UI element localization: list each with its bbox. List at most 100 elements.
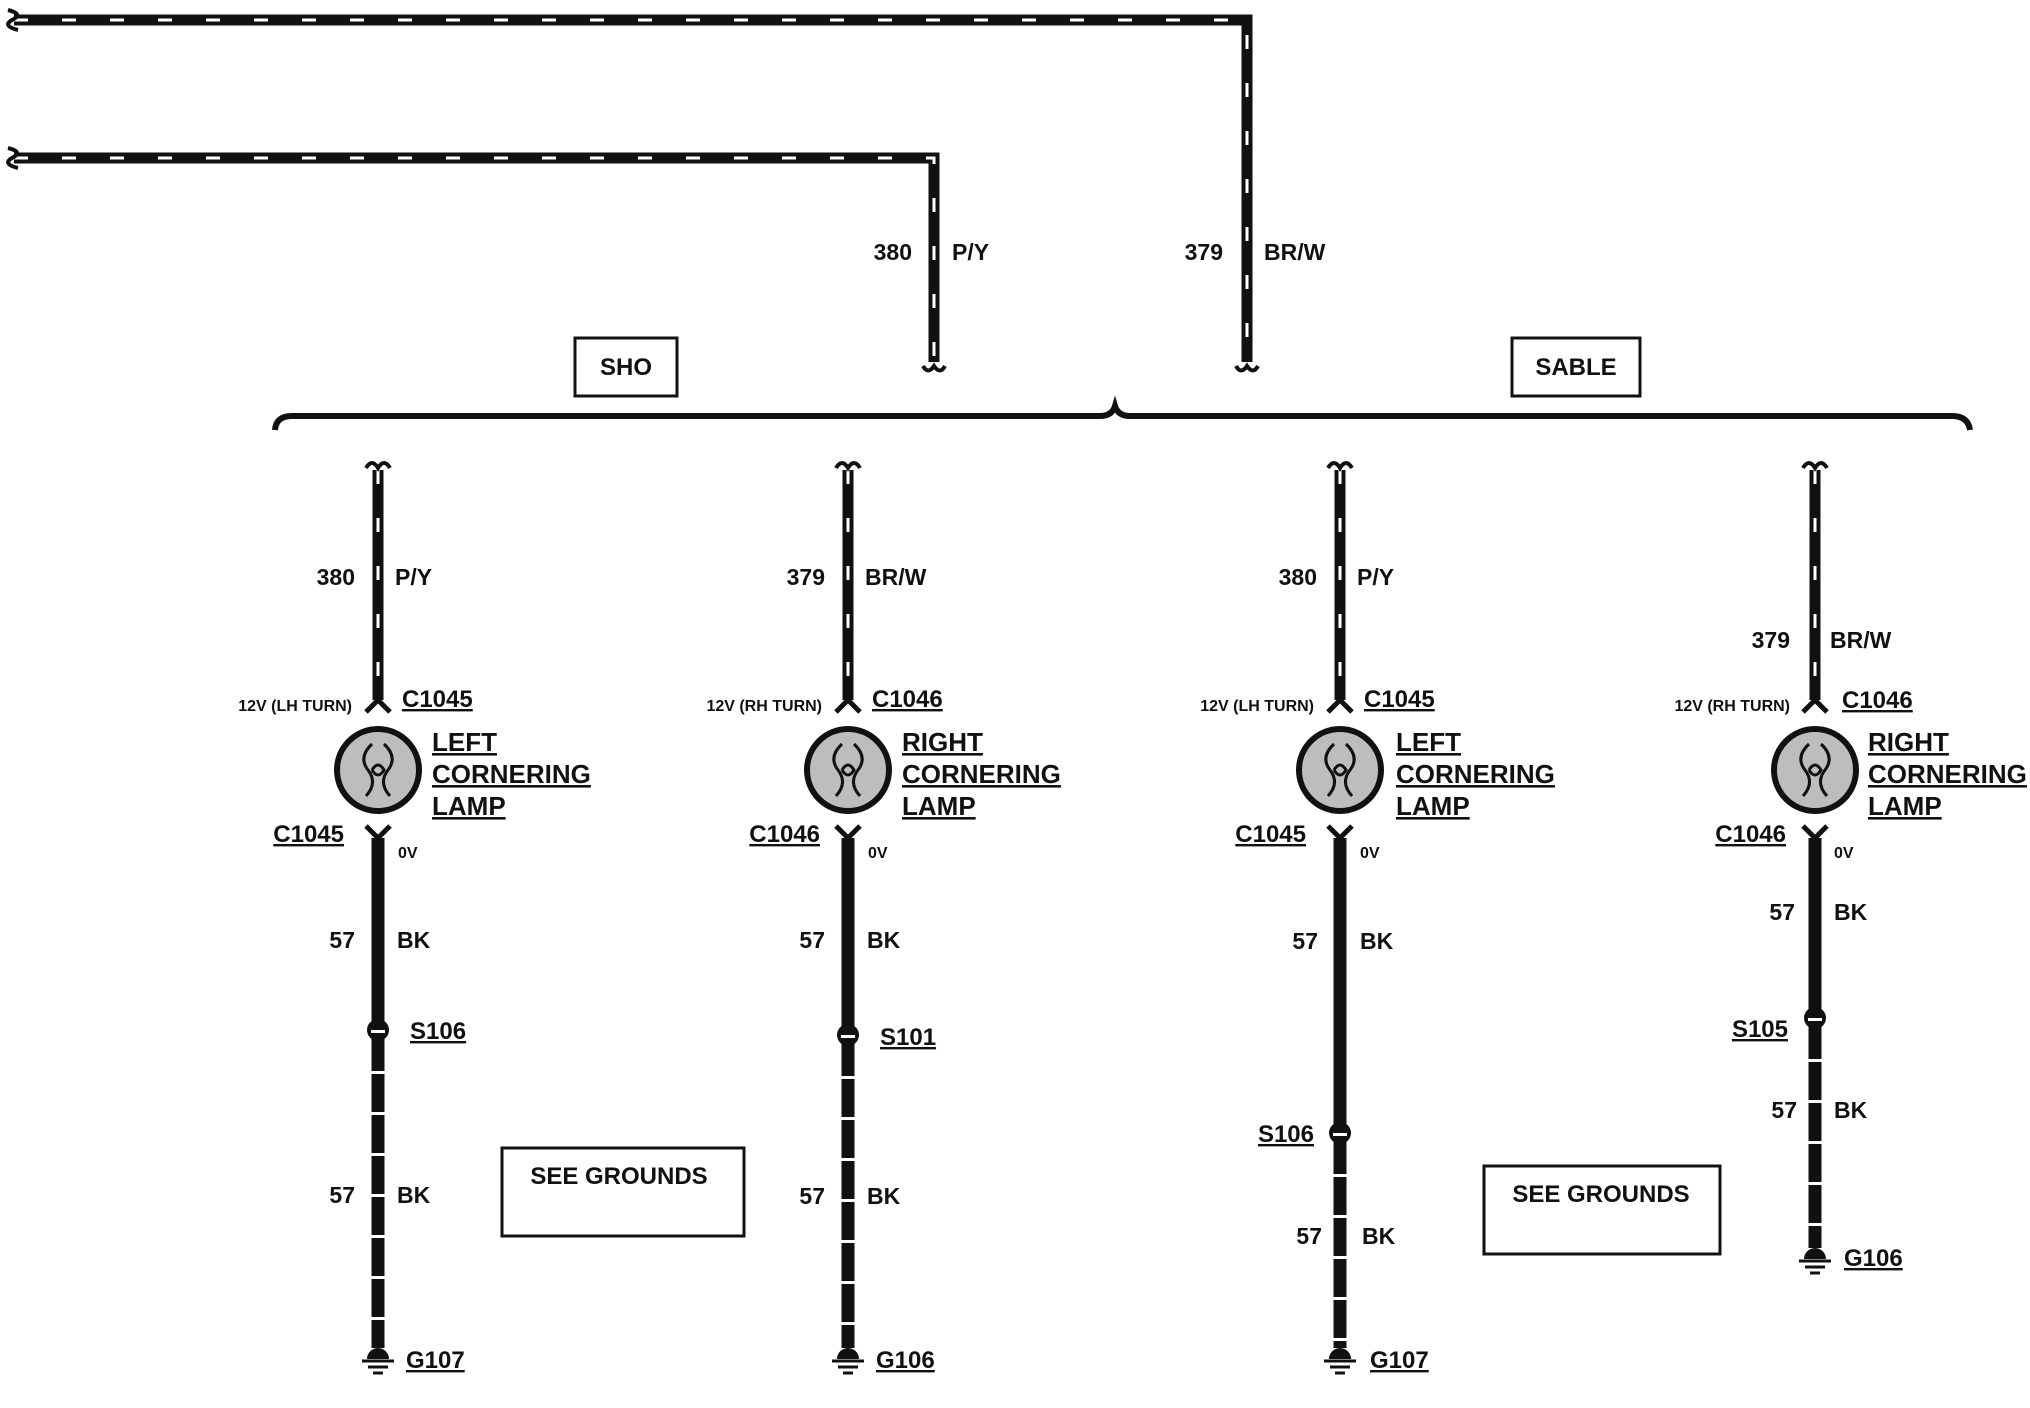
branch-1-seg2-color: BK (397, 1182, 431, 1208)
branch-4-ground: G106 (1844, 1245, 1903, 1272)
branch-4-splice: S105 (1732, 1016, 1788, 1043)
branch-4-connector-top-symbol (1801, 696, 1829, 714)
branch-2-lamp-line-1: RIGHT (902, 727, 983, 757)
branch-4-connector-top: C1046 (1842, 687, 1913, 714)
branch-2-connector-top: C1046 (872, 686, 943, 713)
branch-4-seg2-circuit: 57 (1771, 1097, 1797, 1123)
branch-2-lamp-line-3: LAMP (902, 791, 976, 821)
branch-3-seg2-color: BK (1362, 1223, 1396, 1249)
variant-box-sho: SHO (573, 336, 679, 398)
branch-1-seg1-circuit: 57 (329, 927, 355, 953)
branch-4-color: BR/W (1830, 627, 1892, 653)
branch-1-color: P/Y (395, 564, 432, 590)
branch-4-seg1-circuit: 57 (1769, 899, 1795, 925)
see-grounds-box-2: SEE GROUNDS (1482, 1164, 1722, 1256)
branch-4-circuit: 379 (1752, 627, 1790, 653)
wire-380-feed (6, 146, 947, 373)
branch-1-lamp-line-2: CORNERING (432, 759, 591, 789)
branch-1-connector-bottom: C1045 (273, 821, 344, 848)
branch-3-wire-top-hook (1326, 461, 1354, 472)
variant-brace (272, 395, 1973, 431)
variant-label-sable: SABLE (1535, 354, 1616, 381)
branch-3-color: P/Y (1357, 564, 1394, 590)
feed-380-color: P/Y (952, 239, 989, 265)
branch-3-left-cornering-lamp: 380 P/Y 12V (LH TURN) C1045 LEFT CORNERI… (1200, 461, 1555, 1375)
branch-4-connector-bottom: C1046 (1715, 821, 1786, 848)
variant-label-sho: SHO (600, 354, 652, 381)
branch-1-circuit: 380 (317, 564, 355, 590)
branch-4-seg1-color: BK (1834, 899, 1868, 925)
branch-3-voltage: 12V (LH TURN) (1200, 698, 1314, 715)
branch-1-voltage: 12V (LH TURN) (238, 698, 352, 715)
branch-2-ground-voltage: 0V (868, 845, 888, 862)
branch-4-seg2-color: BK (1834, 1097, 1868, 1123)
branch-4-voltage: 12V (RH TURN) (1674, 698, 1790, 715)
branch-2-seg2-color: BK (867, 1183, 901, 1209)
variant-box-sable: SABLE (1510, 336, 1642, 398)
see-grounds-label-2: SEE GROUNDS (1512, 1181, 1689, 1208)
branch-4-right-cornering-lamp: 379 BR/W 12V (RH TURN) C1046 RIGHT CORNE… (1674, 461, 2027, 1275)
branch-2-voltage: 12V (RH TURN) (706, 698, 822, 715)
see-grounds-label-1: SEE GROUNDS (530, 1163, 707, 1190)
branch-1-seg2-circuit: 57 (329, 1182, 355, 1208)
feed-379-color: BR/W (1264, 239, 1326, 265)
branch-1-seg1-color: BK (397, 927, 431, 953)
branch-1-ground-icon (362, 1348, 394, 1375)
branch-4-lamp-line-2: CORNERING (1868, 759, 2027, 789)
branch-1-connector-bottom-symbol (364, 824, 392, 842)
branch-2-wire-top-hook (834, 461, 862, 472)
branch-2-ground-icon (832, 1348, 864, 1375)
branch-3-lamp-line-2: CORNERING (1396, 759, 1555, 789)
branch-1-lamp-line-1: LEFT (432, 727, 497, 757)
branch-3-connector-bottom: C1045 (1235, 821, 1306, 848)
branch-3-connector-bottom-symbol (1326, 824, 1354, 842)
branch-3-lamp-line-1: LEFT (1396, 727, 1461, 757)
branch-3-seg1-color: BK (1360, 928, 1394, 954)
branch-3-connector-top-symbol (1326, 696, 1354, 714)
branch-2-lamp-line-2: CORNERING (902, 759, 1061, 789)
branch-2-color: BR/W (865, 564, 927, 590)
branch-1-ground: G107 (406, 1347, 465, 1374)
branch-4-lamp-line-1: RIGHT (1868, 727, 1949, 757)
branch-1-ground-voltage: 0V (398, 845, 418, 862)
branch-3-ground-voltage: 0V (1360, 845, 1380, 862)
branch-1-lamp-line-3: LAMP (432, 791, 506, 821)
feed-379-circuit: 379 (1185, 239, 1223, 265)
branch-2-seg1-color: BK (867, 927, 901, 953)
branch-4-wire-top-hook (1801, 461, 1829, 472)
branch-1-lamp-icon (334, 726, 422, 814)
branch-3-ground: G107 (1370, 1347, 1429, 1374)
branch-3-connector-top: C1045 (1364, 686, 1435, 713)
feed-380-circuit: 380 (874, 239, 912, 265)
branch-4-lamp-icon (1771, 726, 1859, 814)
branch-1-left-cornering-lamp: 380 P/Y 12V (LH TURN) C1045 LEFT CORNERI… (238, 461, 591, 1375)
wire-379-feed (6, 8, 1260, 373)
branch-2-seg1-circuit: 57 (799, 927, 825, 953)
branch-4-ground-voltage: 0V (1834, 845, 1854, 862)
branch-2-ground: G106 (876, 1347, 935, 1374)
branch-4-connector-bottom-symbol (1801, 824, 1829, 842)
branch-2-connector-bottom-symbol (834, 824, 862, 842)
branch-1-connector-top-symbol (364, 696, 392, 714)
branch-4-lamp-line-3: LAMP (1868, 791, 1942, 821)
wire-tracer (14, 156, 936, 362)
branch-2-connector-top-symbol (834, 696, 862, 714)
branch-2-right-cornering-lamp: 379 BR/W 12V (RH TURN) C1046 RIGHT CORNE… (706, 461, 1061, 1375)
branch-2-splice: S101 (880, 1024, 936, 1051)
branch-2-seg2-circuit: 57 (799, 1183, 825, 1209)
branch-3-seg2-circuit: 57 (1296, 1223, 1322, 1249)
see-grounds-box-1: SEE GROUNDS (500, 1146, 746, 1238)
branch-2-connector-bottom: C1046 (749, 821, 820, 848)
branch-3-seg1-circuit: 57 (1292, 928, 1318, 954)
branch-1-splice: S106 (410, 1018, 466, 1045)
branch-3-splice: S106 (1258, 1121, 1314, 1148)
wire-tracer (14, 18, 1249, 362)
branch-1-wire-top-hook (364, 461, 392, 472)
branch-3-circuit: 380 (1279, 564, 1317, 590)
branch-3-lamp-line-3: LAMP (1396, 791, 1470, 821)
branch-2-circuit: 379 (787, 564, 825, 590)
branch-2-lamp-icon (804, 726, 892, 814)
branch-3-lamp-icon (1296, 726, 1384, 814)
branch-3-ground-icon (1324, 1348, 1356, 1375)
